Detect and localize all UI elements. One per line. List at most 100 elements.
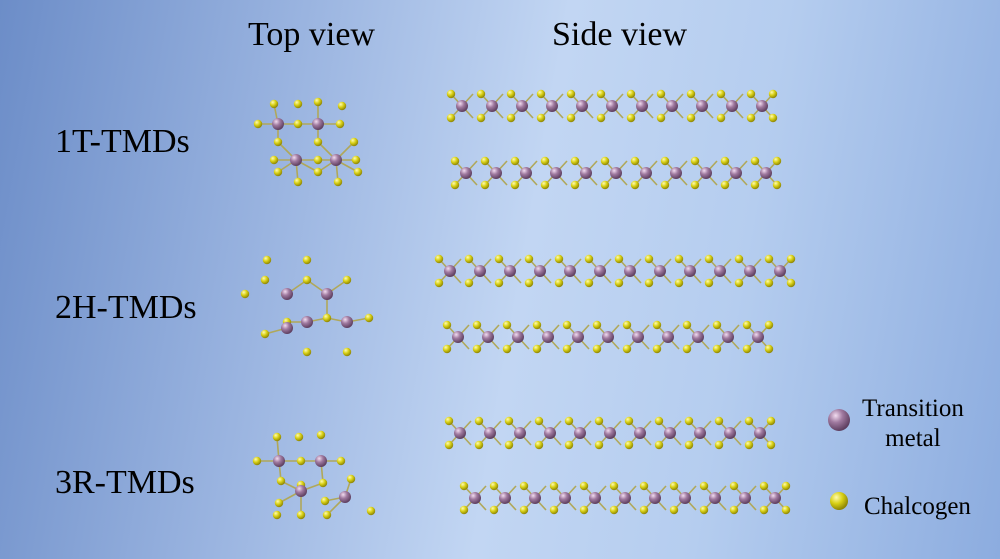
side-2h-bottom-chalcogen-atom — [682, 344, 692, 354]
side-3r-bottom-metal-atom — [499, 492, 511, 504]
side-2h-top-metal-atom — [534, 265, 546, 277]
side-3r-bottom-metal-atom — [589, 492, 601, 504]
top-1t-chalcogen-atom — [293, 119, 303, 129]
top-2h-metal-atom — [281, 288, 293, 300]
side-3r-top-metal-atom — [544, 427, 556, 439]
top-3r-chalcogen-atom — [318, 478, 328, 488]
side-3r-top-metal-atom — [664, 427, 676, 439]
side-2h-bottom-metal-atom — [662, 331, 674, 343]
side-1t-top-metal-atom — [636, 100, 648, 112]
side-3r-top-chalcogen-atom — [766, 440, 776, 450]
side-3r-top-chalcogen-atom — [564, 440, 574, 450]
side-2h-top-chalcogen-atom — [734, 254, 744, 264]
top-2h-chalcogen-atom — [262, 255, 272, 265]
side-1t-bottom-chalcogen-atom — [630, 180, 640, 190]
top-3r-chalcogen-atom — [252, 456, 262, 466]
side-1t-bottom-chalcogen-atom — [540, 180, 550, 190]
side-3r-top-chalcogen-atom — [504, 440, 514, 450]
side-3r-bottom-metal-atom — [679, 492, 691, 504]
side-2h-top-chalcogen-atom — [704, 278, 714, 288]
top-3r-chalcogen-atom — [346, 474, 356, 484]
side-3r-bottom-chalcogen-atom — [669, 481, 679, 491]
side-2h-top-chalcogen-atom — [524, 254, 534, 264]
side-2h-top-chalcogen-atom — [704, 254, 714, 264]
legend-chalcogen-label: Chalcogen — [864, 493, 971, 520]
side-3r-bottom-chalcogen-atom — [489, 505, 499, 515]
side-2h-bottom-chalcogen-atom — [562, 320, 572, 330]
side-1t-bottom-metal-atom — [550, 167, 562, 179]
top-1t-chalcogen-atom — [273, 137, 283, 147]
side-1t-bottom-metal-atom — [610, 167, 622, 179]
top-2h-chalcogen-atom — [342, 275, 352, 285]
side-2h-bottom-chalcogen-atom — [622, 320, 632, 330]
top-1t-metal-atom — [312, 118, 324, 130]
side-3r-bottom-chalcogen-atom — [579, 481, 589, 491]
side-1t-top-chalcogen-atom — [656, 113, 666, 123]
side-1t-top-chalcogen-atom — [476, 113, 486, 123]
side-3r-top-metal-atom — [454, 427, 466, 439]
side-2h-bottom-chalcogen-atom — [442, 320, 452, 330]
side-1t-bottom-chalcogen-atom — [690, 156, 700, 166]
side-2h-top-metal-atom — [774, 265, 786, 277]
side-1t-top-chalcogen-atom — [716, 113, 726, 123]
side-2h-top-chalcogen-atom — [524, 278, 534, 288]
side-2h-top-chalcogen-atom — [584, 278, 594, 288]
side-3r-bottom-chalcogen-atom — [669, 505, 679, 515]
side-1t-bottom-chalcogen-atom — [772, 180, 782, 190]
side-2h-bottom-metal-atom — [452, 331, 464, 343]
side-1t-bottom-metal-atom — [670, 167, 682, 179]
side-1t-top-chalcogen-atom — [536, 113, 546, 123]
top-2h-metal-atom — [341, 316, 353, 328]
side-3r-bottom-chalcogen-atom — [639, 481, 649, 491]
side-1t-top-chalcogen-atom — [506, 113, 516, 123]
side-1t-top-chalcogen-atom — [768, 113, 778, 123]
side-2h-top-chalcogen-atom — [494, 254, 504, 264]
side-3r-top-chalcogen-atom — [444, 440, 454, 450]
side-1t-bottom-chalcogen-atom — [750, 156, 760, 166]
side-2h-bottom-chalcogen-atom — [652, 344, 662, 354]
side-3r-top-chalcogen-atom — [684, 440, 694, 450]
top-2h-chalcogen-atom — [342, 347, 352, 357]
side-1t-top-metal-atom — [666, 100, 678, 112]
side-3r-bottom-chalcogen-atom — [699, 505, 709, 515]
side-2h-bottom-metal-atom — [542, 331, 554, 343]
side-1t-bottom-metal-atom — [760, 167, 772, 179]
top-3r-metal-atom — [339, 491, 351, 503]
side-3r-bottom-chalcogen-atom — [639, 505, 649, 515]
side-3r-top-chalcogen-atom — [714, 416, 724, 426]
side-1t-top-metal-atom — [756, 100, 768, 112]
side-2h-top-chalcogen-atom — [494, 278, 504, 288]
top-2h-metal-atom — [301, 316, 313, 328]
side-3r-bottom-chalcogen-atom — [549, 505, 559, 515]
top-3r-chalcogen-atom — [366, 506, 376, 516]
side-1t-top-chalcogen-atom — [656, 89, 666, 99]
side-2h-bottom-metal-atom — [512, 331, 524, 343]
side-2h-top-chalcogen-atom — [434, 254, 444, 264]
side-1t-top-chalcogen-atom — [626, 113, 636, 123]
side-2h-top-chalcogen-atom — [614, 254, 624, 264]
side-2h-bottom-metal-atom — [572, 331, 584, 343]
side-1t-top-chalcogen-atom — [506, 89, 516, 99]
side-2h-top-chalcogen-atom — [764, 278, 774, 288]
side-1t-bottom-chalcogen-atom — [450, 156, 460, 166]
side-2h-bottom-chalcogen-atom — [712, 344, 722, 354]
side-2h-bottom-chalcogen-atom — [472, 344, 482, 354]
side-2h-top-metal-atom — [594, 265, 606, 277]
side-3r-bottom-metal-atom — [739, 492, 751, 504]
side-3r-top-metal-atom — [604, 427, 616, 439]
side-1t-bottom-chalcogen-atom — [480, 180, 490, 190]
side-1t-top-chalcogen-atom — [476, 89, 486, 99]
side-2h-bottom-chalcogen-atom — [532, 320, 542, 330]
side-3r-top-metal-atom — [694, 427, 706, 439]
top-3r-chalcogen-atom — [316, 430, 326, 440]
side-2h-top-metal-atom — [504, 265, 516, 277]
top-2h-metal-atom — [281, 322, 293, 334]
side-3r-bottom-chalcogen-atom — [549, 481, 559, 491]
side-1t-top-chalcogen-atom — [768, 89, 778, 99]
side-1t-bottom-chalcogen-atom — [720, 156, 730, 166]
side-2h-top-chalcogen-atom — [434, 278, 444, 288]
top-view-heading: Top view — [248, 16, 375, 53]
side-3r-bottom-metal-atom — [529, 492, 541, 504]
side-2h-top-chalcogen-atom — [614, 278, 624, 288]
